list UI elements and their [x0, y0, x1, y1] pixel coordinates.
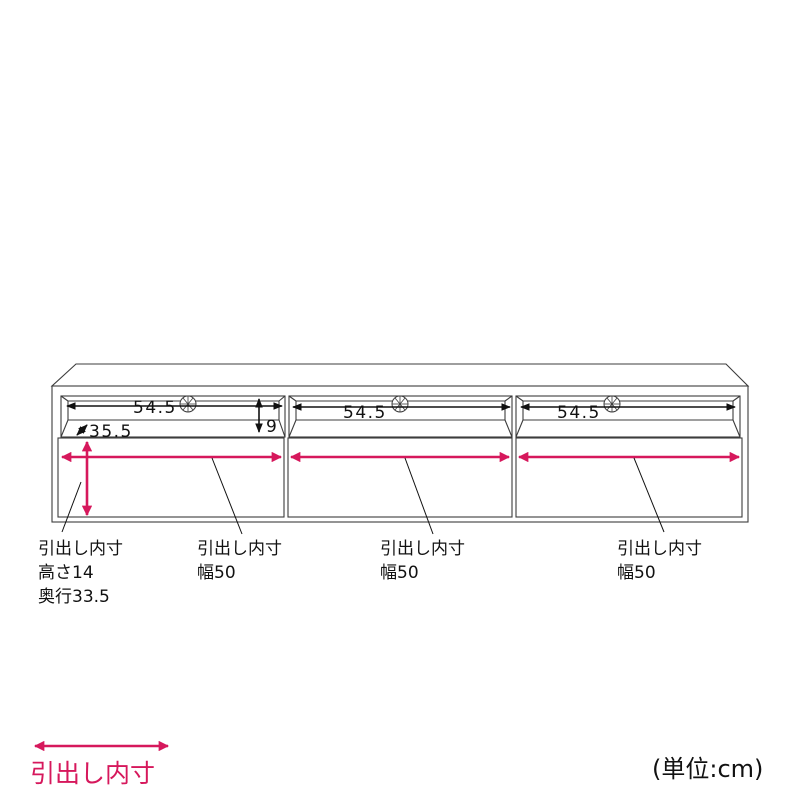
tv-board-outline: [50, 363, 750, 523]
drawer-callout-second: 引出し内寸 幅50: [197, 539, 282, 583]
top-surface: [50, 363, 750, 387]
shelf-width-label-left: 54.5: [133, 398, 177, 418]
drawer-callout-third: 引出し内寸 幅50: [380, 539, 465, 583]
unit-note: (単位:cm): [652, 755, 763, 783]
cable-hole-icon: [391, 395, 409, 413]
shelf-depth-label: 35.5: [89, 422, 133, 442]
upper-shelf-right: [515, 395, 741, 438]
shelf-width-label-middle: 54.5: [343, 403, 387, 423]
callout-title: 引出し内寸: [617, 539, 702, 559]
cable-hole-icon: [603, 395, 621, 413]
drawer-callout-fourth: 引出し内寸 幅50: [617, 539, 702, 583]
callout-width: 幅50: [617, 563, 656, 583]
shelf-height-label: 9: [266, 417, 278, 437]
legend-label: 引出し内寸: [30, 759, 155, 788]
callout-title: 引出し内寸: [380, 539, 465, 559]
callout-height: 高さ14: [38, 563, 94, 583]
drawer-callout-left: 引出し内寸 高さ14 奥行33.5: [38, 539, 123, 607]
callout-width: 幅50: [380, 563, 419, 583]
callout-depth: 奥行33.5: [38, 587, 110, 607]
drawer-right: [515, 437, 743, 518]
leader-line-second: [211, 457, 243, 535]
upper-shelf-left: [60, 395, 286, 438]
callout-title: 引出し内寸: [197, 539, 282, 559]
legend: 引出し内寸: [30, 740, 170, 788]
drawer-middle: [287, 437, 513, 518]
shelf-depth-arrow: [76, 424, 88, 436]
leader-line-fourth: [633, 457, 665, 533]
leader-line-third: [404, 457, 434, 535]
drawer-left: [57, 437, 285, 518]
front-panel: [51, 385, 749, 523]
callout-width: 幅50: [197, 563, 236, 583]
leader-line-left: [61, 481, 82, 533]
cable-hole-icon: [179, 395, 197, 413]
callout-title: 引出し内寸: [38, 539, 123, 559]
shelf-width-label-right: 54.5: [557, 403, 601, 423]
